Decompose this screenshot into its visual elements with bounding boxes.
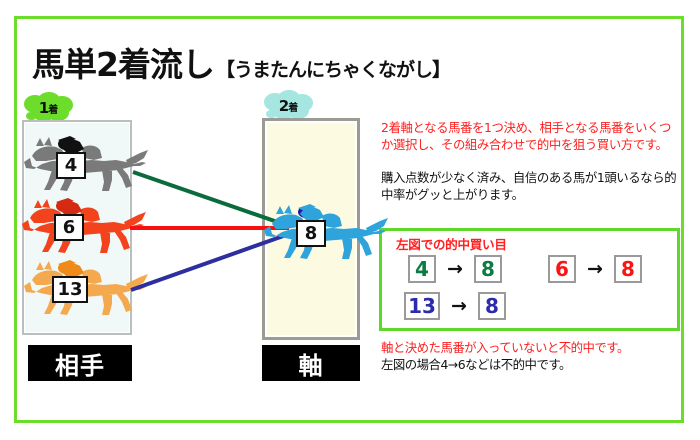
page-title: 馬単2着流し 【うまたんにちゃくながし】 [32,38,451,86]
cloud-shape-icon [264,90,313,123]
opponent-label: 相手 [28,345,132,381]
bet-combination-row-3: 13 → 8 [404,292,506,320]
badge-first-place: 1着 [22,92,74,126]
bet-to-8-red: 8 [613,255,642,283]
horse-graphic-4: 4 [22,128,150,194]
description-black: 購入点数が少なく済み、自信のある馬が1頭いるなら的中率がグッと上がります。 [381,170,677,202]
note-red: 軸と決めた馬番が入っていないと不的中です。 [381,340,629,355]
axis-label: 軸 [262,345,360,381]
bet-from-6: 6 [548,255,576,283]
bet-from-4: 4 [408,255,436,283]
bet-combination-row-2: 6 → 8 [548,255,642,283]
horse-graphic-8: 8 [262,196,390,262]
arrow-icon: → [447,257,463,280]
description-red: 2着軸となる馬番を1つ決め、相手となる馬番をいくつか選択し、その組み合わせで的中… [381,120,672,152]
bet-to-8-blue: 8 [477,292,506,320]
title-main: 馬単2着流し [32,45,215,84]
bet-from-13: 13 [404,292,440,320]
horse-graphic-6: 6 [20,190,148,256]
badge-second-place: 2着 [262,90,314,124]
horse-number-6: 6 [54,214,84,241]
horse-graphic-13: 13 [22,252,150,318]
badge-second-label: 2着 [278,97,298,115]
title-reading: 【うまたんにちゃくながし】 [215,59,451,81]
horse-number-4: 4 [56,152,86,179]
arrow-icon: → [451,294,467,317]
horse-number-8: 8 [296,220,326,247]
bet-combination-row-1: 4 → 8 [408,255,502,283]
badge-first-label: 1着 [38,99,58,117]
bet-to-8-green: 8 [473,255,502,283]
bet-box-title: 左図での的中買い目 [396,237,507,252]
note-black: 左図の場合4→6などは不的中です。 [381,357,571,372]
arrow-icon: → [587,257,603,280]
cloud-shape-icon [24,92,73,125]
horse-number-13: 13 [52,276,88,303]
